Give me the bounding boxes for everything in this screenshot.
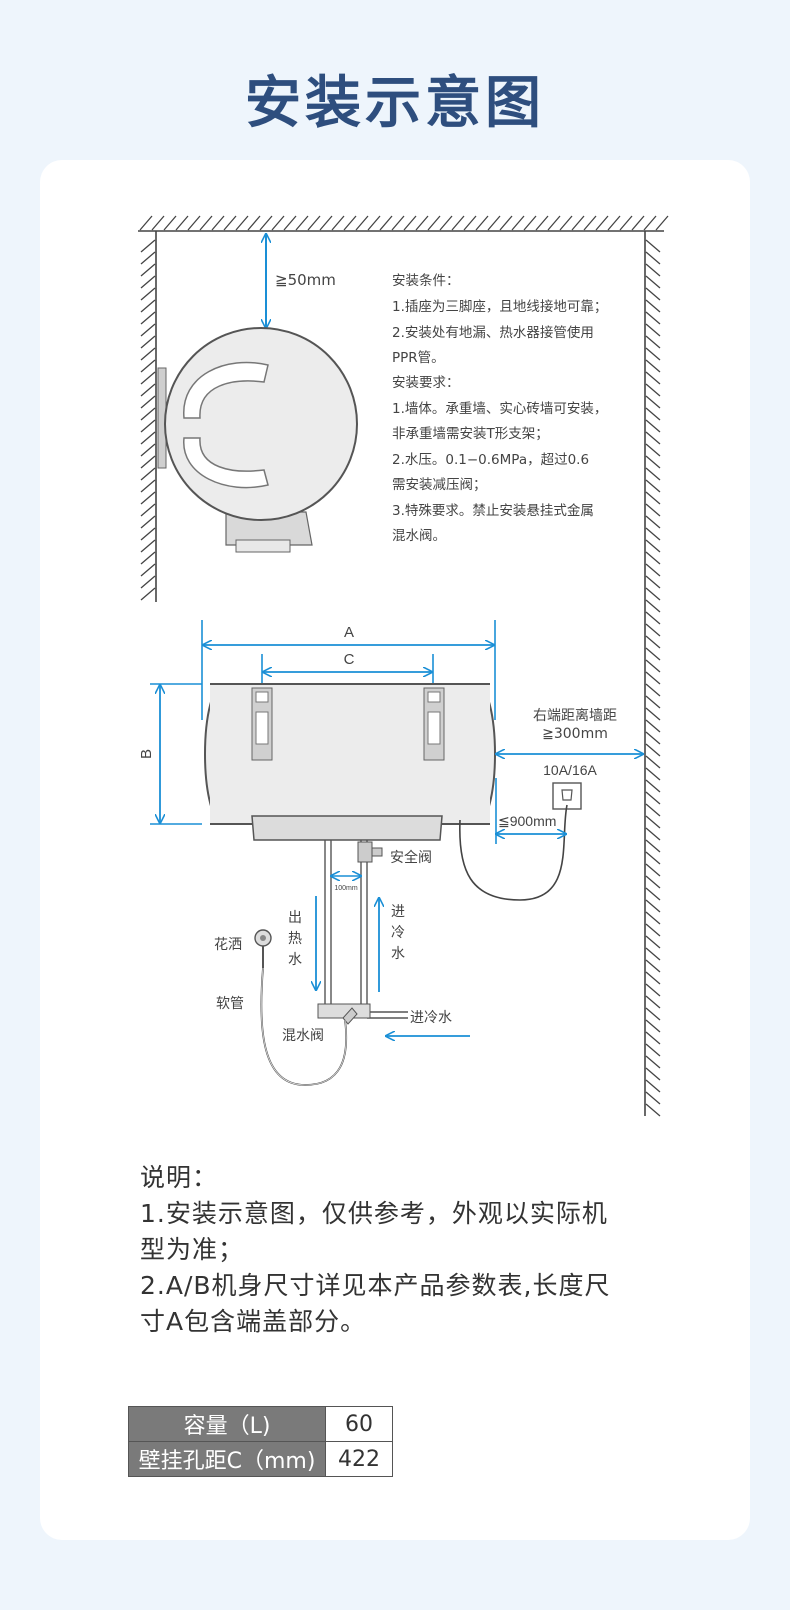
spec-label-capacity: 容量（L) xyxy=(128,1406,326,1442)
svg-text:PPR管。: PPR管。 xyxy=(392,350,445,366)
right-wall-label-2: ≧300mm xyxy=(542,726,608,742)
power-socket xyxy=(552,782,582,810)
hot-water-out-label-2: 热 xyxy=(288,931,302,947)
hot-water-out-label-1: 出 xyxy=(288,910,302,926)
svg-text:1.插座为三脚座，且地线接地可靠；: 1.插座为三脚座，且地线接地可靠； xyxy=(392,298,607,315)
cable-length-label: ≦900mm xyxy=(498,813,556,829)
page-title: 安装示意图 xyxy=(245,71,545,136)
svg-text:1.墙体。承重墙、实心砖墙可安装，: 1.墙体。承重墙、实心砖墙可安装， xyxy=(392,401,607,417)
mixer-valve-label: 混水阀 xyxy=(282,1028,324,1044)
socket-rating-label: 10A/16A xyxy=(543,762,597,778)
power-cable xyxy=(459,804,568,901)
table-row: 壁挂孔距C（mm) 422 xyxy=(128,1441,393,1477)
shower-label: 花洒 xyxy=(214,937,242,953)
safety-valve xyxy=(357,841,383,863)
left-wall xyxy=(140,231,157,602)
heater-front-view xyxy=(204,683,496,841)
shower-head xyxy=(254,929,272,968)
right-wall-label-1: 右端距离墙距 xyxy=(533,707,617,724)
ceiling xyxy=(138,215,669,232)
notes-line-2: 型为准； xyxy=(140,1235,245,1264)
notes-title: 说明： xyxy=(140,1163,219,1192)
svg-text:3.特殊要求。禁止安装悬挂式金属: 3.特殊要求。禁止安装悬挂式金属 xyxy=(392,503,594,519)
cold-water-in-vlabel-2: 冷 xyxy=(391,925,405,941)
dimension-c-label: C xyxy=(344,651,355,668)
svg-text:混水阀。: 混水阀。 xyxy=(392,528,446,544)
dimension-extension-lines xyxy=(150,620,496,825)
notes-line-4: 寸A包含端盖部分。 xyxy=(140,1307,367,1336)
dimension-b-label: B xyxy=(138,749,155,759)
notes-line-3: 2.A/B机身尺寸详见本产品参数表,长度尺 xyxy=(140,1271,611,1300)
water-pipes xyxy=(324,840,408,1019)
spec-value-capacity: 60 xyxy=(325,1406,393,1442)
spec-table: 容量（L) 60 壁挂孔距C（mm) 422 xyxy=(128,1406,393,1477)
cold-water-in-label: 进冷水 xyxy=(410,1010,452,1026)
right-wall xyxy=(644,231,661,1117)
spec-value-hole-distance: 422 xyxy=(325,1441,393,1477)
shower-hose xyxy=(260,967,348,1086)
hose-label: 软管 xyxy=(216,996,244,1012)
svg-text:安装条件：: 安装条件： xyxy=(392,272,460,289)
svg-text:2.安装处有地漏、热水器接管使用: 2.安装处有地漏、热水器接管使用 xyxy=(392,324,594,341)
cold-water-in-vlabel-1: 进 xyxy=(391,904,405,920)
heater-side-view xyxy=(157,327,358,553)
svg-text:2.水压。0.1−0.6MPa，超过0.6: 2.水压。0.1−0.6MPa，超过0.6 xyxy=(392,452,589,468)
svg-text:非承重墙需安装T形支架；: 非承重墙需安装T形支架； xyxy=(392,426,549,442)
top-clearance-label: ≧50mm xyxy=(275,271,336,289)
pipe-gap-label: 100mm xyxy=(334,885,358,892)
svg-text:需安装减压阀；: 需安装减压阀； xyxy=(392,477,487,493)
mixer-valve xyxy=(317,1003,371,1025)
svg-text:安装要求：: 安装要求： xyxy=(392,375,460,391)
notes: 说明： 1.安装示意图，仅供参考，外观以实际机 型为准； 2.A/B机身尺寸详见… xyxy=(140,1160,680,1340)
notes-line-1: 1.安装示意图，仅供参考，外观以实际机 xyxy=(140,1199,608,1228)
hot-water-out-label-3: 水 xyxy=(288,952,302,968)
safety-valve-label: 安全阀 xyxy=(390,849,432,866)
dimension-a-label: A xyxy=(344,624,354,641)
cold-water-in-vlabel-3: 水 xyxy=(391,946,405,962)
installation-conditions: 安装条件： 1.插座为三脚座，且地线接地可靠； 2.安装处有地漏、热水器接管使用… xyxy=(392,272,607,544)
table-row: 容量（L) 60 xyxy=(128,1406,393,1442)
spec-label-hole-distance: 壁挂孔距C（mm) xyxy=(128,1441,326,1477)
